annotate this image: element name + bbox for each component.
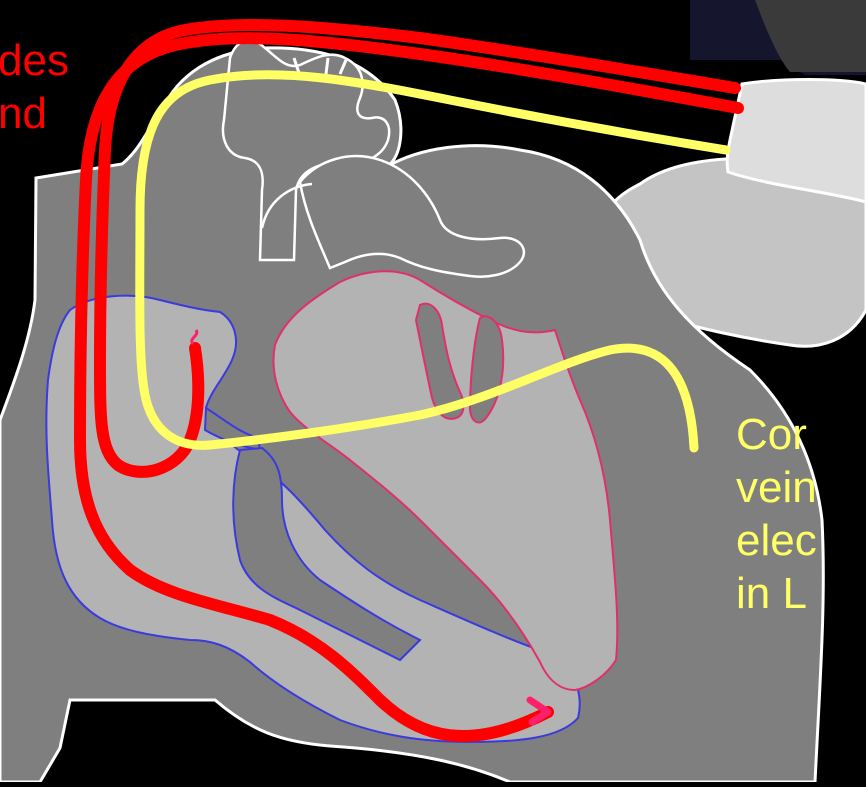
- red-caption-line-2: nd: [0, 87, 69, 140]
- aortic-branch-mid: [326, 58, 328, 74]
- yellow-caption-line-3: elec: [736, 514, 817, 567]
- red-caption-line-1: des: [0, 34, 69, 87]
- leads-caption-red: des nd: [0, 34, 69, 140]
- yellow-caption-line-2: vein: [736, 461, 817, 514]
- coronary-vein-caption: Cor vein elec in L: [736, 408, 817, 620]
- yellow-caption-line-1: Cor: [736, 408, 817, 461]
- yellow-caption-line-4: in L: [736, 567, 817, 620]
